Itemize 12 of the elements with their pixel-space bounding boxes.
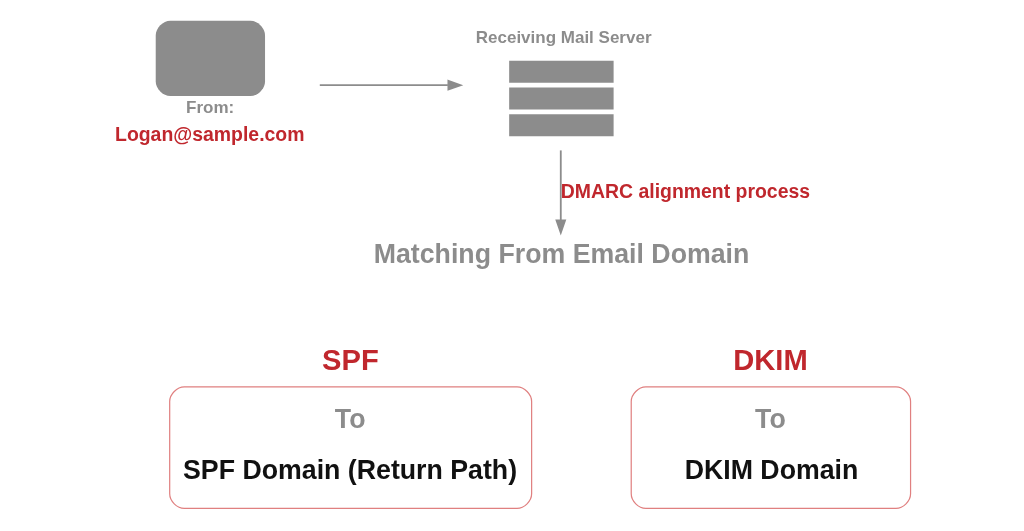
node-envelope <box>155 20 265 97</box>
node-text: Matching From Email Domain <box>373 238 749 269</box>
arrow <box>318 79 463 91</box>
node-label: From: <box>185 98 234 118</box>
node-box: To SPF Domain (Return Path) <box>168 386 532 509</box>
node-label: SPF <box>321 344 379 377</box>
node-label: DKIM <box>732 344 808 377</box>
node-label: Receiving Mail Server <box>475 27 652 47</box>
node-box: To DKIM Domain <box>630 386 911 509</box>
arrow <box>554 149 566 236</box>
edge-label: DMARC alignment process <box>560 180 810 203</box>
node-label: Logan@sample.com <box>114 122 305 145</box>
